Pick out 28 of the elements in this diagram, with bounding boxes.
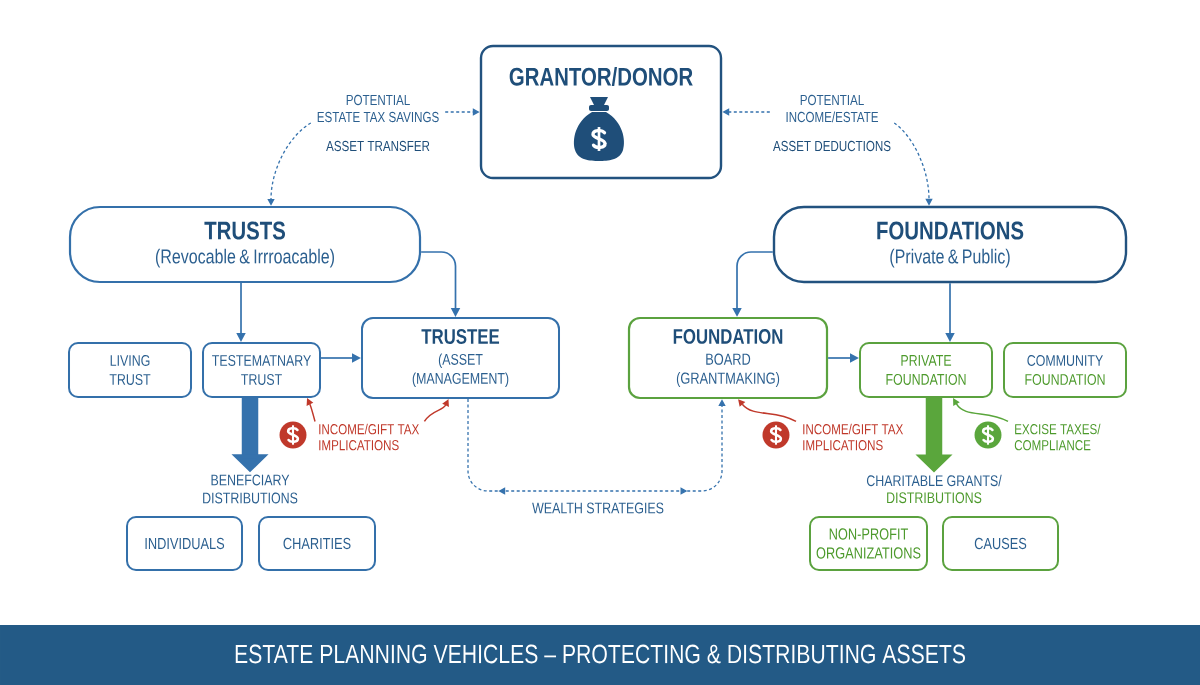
- recipient-box: CHARITIES: [258, 516, 376, 571]
- category-box: FOUNDATIONS (Private & Public): [772, 205, 1128, 284]
- item-box: PRIVATE FOUNDATION: [859, 342, 993, 398]
- category-box: TRUSTS (Revocable & Irrroacable): [68, 205, 422, 284]
- edge-label: WEALTH STRATEGIES: [532, 502, 664, 514]
- note-text: EXCISE TAXES/ COMPLIANCE: [1014, 423, 1101, 451]
- recipient-box: NON-PROFIT ORGANIZATIONS: [809, 516, 928, 571]
- flow-label: CHARITABLE GRANTS/ DISTRIBUTIONS: [866, 474, 1002, 504]
- item-box: COMMUNITY FOUNDATION: [1003, 342, 1127, 398]
- flow-label: BENEFCIARY DISTRIBUTIONS: [203, 474, 298, 504]
- note-text: INCOME/GIFT TAX IMPLICATIONS: [803, 423, 904, 451]
- recipient-box: INDIVIDUALS: [126, 516, 243, 571]
- role-box: FOUNDATION BOARD (GRANTMAKING): [627, 316, 829, 400]
- arrow: [953, 398, 1009, 423]
- recipient-box: CAUSES: [942, 516, 1059, 571]
- annotation-text: POTENTIAL ESTATE TAX SAVINGS ASSET TRANSFER: [317, 94, 439, 152]
- annotation-text: POTENTIAL INCOME/ESTATE ASSET DEDUCTIONS: [773, 94, 891, 152]
- arrow: [738, 399, 797, 423]
- dashed-arrow: [267, 122, 312, 206]
- arrow: [423, 399, 449, 423]
- source-box: GRANTOR/DONOR: [479, 44, 723, 180]
- item-box: LIVING TRUST: [68, 342, 192, 398]
- title-banner: ESTATE PLANNING VEHICLES – PROTECTING & DISTRIBUTING ASSETS: [0, 625, 1200, 685]
- note-text: INCOME/GIFT TAX IMPLICATIONS: [319, 423, 420, 451]
- role-box: TRUSTEE (ASSET (MANAGEMENT): [361, 317, 560, 399]
- item-box: TESTEMATNARY TRUST: [202, 342, 321, 398]
- dashed-arrow: [467, 398, 726, 495]
- arrow: [306, 398, 316, 423]
